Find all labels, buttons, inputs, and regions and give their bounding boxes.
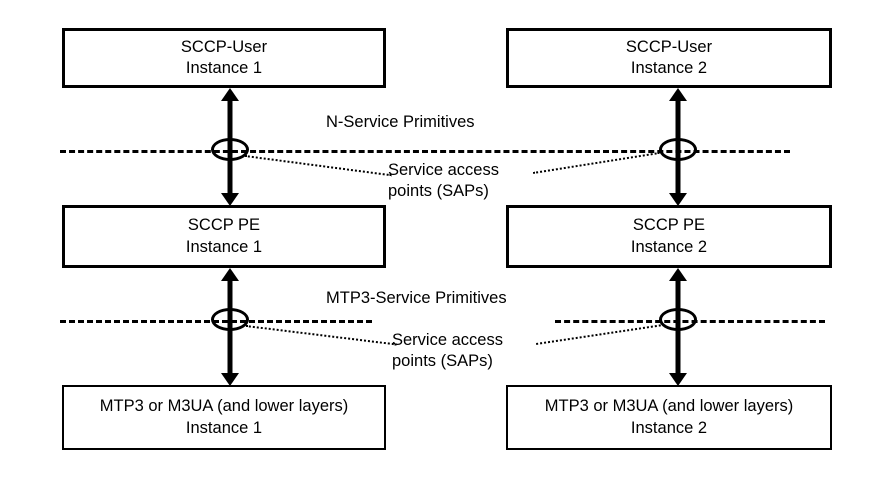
leader-line-lower-left [245, 325, 397, 346]
label-text-line2: points (SAPs) [392, 352, 493, 371]
box-title: SCCP PE [632, 216, 706, 235]
box-title: SCCP-User [180, 37, 268, 56]
label-service-access-points-lower: Service access points (SAPs) [392, 330, 503, 373]
sap-marker-ellipse-icon-lower-left [211, 308, 249, 331]
arrowhead-up-icon [221, 88, 239, 101]
box-title: MTP3 or M3UA (and lower layers) [544, 397, 794, 416]
box-subtitle: Instance 2 [630, 237, 708, 256]
leader-line-upper-left [244, 155, 392, 177]
arrowhead-up-icon [669, 88, 687, 101]
box-mtp3-or-m3ua-1: MTP3 or M3UA (and lower layers) Instance… [62, 385, 386, 450]
box-subtitle: Instance 1 [185, 418, 263, 437]
box-subtitle: Instance 1 [185, 59, 263, 77]
box-sccp-pe-1: SCCP PE Instance 1 [62, 205, 386, 268]
label-text: N-Service Primitives [326, 113, 475, 131]
leader-line-lower-right [536, 324, 661, 345]
label-text-line2: points (SAPs) [388, 182, 489, 201]
box-subtitle: Instance 2 [630, 418, 708, 437]
box-title: SCCP-User [625, 37, 713, 56]
box-subtitle: Instance 2 [630, 59, 708, 77]
box-title: MTP3 or M3UA (and lower layers) [99, 397, 349, 416]
arrowhead-up-icon [221, 268, 239, 281]
sap-marker-ellipse-icon-lower-right [659, 308, 697, 331]
label-service-access-points-upper: Service access points (SAPs) [388, 160, 499, 203]
box-sccp-pe-2: SCCP PE Instance 2 [506, 205, 832, 268]
arrowhead-down-icon [669, 193, 687, 206]
sap-marker-ellipse-icon-upper-right [659, 138, 697, 161]
box-subtitle: Instance 1 [185, 237, 263, 256]
arrowhead-down-icon [221, 373, 239, 386]
box-title: SCCP PE [187, 216, 261, 235]
sap-marker-ellipse-icon-upper-left [211, 138, 249, 161]
box-sccp-user-2: SCCP-User Instance 2 [506, 28, 832, 88]
leader-line-upper-right [533, 151, 660, 174]
sap-boundary-line-upper [60, 150, 790, 153]
label-text-line1: Service access [392, 331, 503, 349]
label-text: MTP3-Service Primitives [326, 289, 507, 307]
arrowhead-down-icon [221, 193, 239, 206]
label-text-line1: Service access [388, 161, 499, 179]
box-sccp-user-1: SCCP-User Instance 1 [62, 28, 386, 88]
label-mtp3-service-primitives: MTP3-Service Primitives [326, 288, 507, 309]
box-mtp3-or-m3ua-2: MTP3 or M3UA (and lower layers) Instance… [506, 385, 832, 450]
arrowhead-down-icon [669, 373, 687, 386]
arrowhead-up-icon [669, 268, 687, 281]
label-n-service-primitives: N-Service Primitives [326, 112, 475, 133]
